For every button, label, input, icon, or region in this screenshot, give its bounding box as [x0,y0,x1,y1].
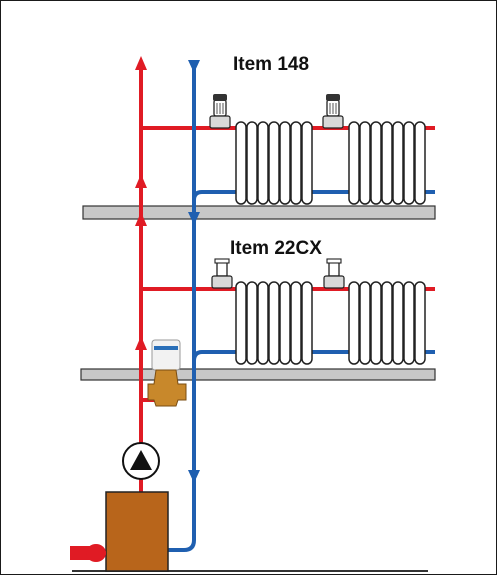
return-flow-arrows [188,60,200,483]
differential-bypass-valve-icon [147,339,187,407]
item-148-label: Item 148 [233,54,310,75]
supply-flow-arrows [135,56,147,350]
radiator-upper-left [235,121,313,205]
lower-floor-slab [80,368,436,381]
pump-icon [122,442,160,480]
thermostatic-head-icon [209,94,231,129]
burner-icon [70,544,106,562]
thermostatic-head-icon [322,94,344,129]
radiator-lower-right [348,281,426,365]
manual-cap-icon [211,258,233,289]
boiler [105,491,169,572]
radiator-lower-left [235,281,313,365]
radiator-upper-right [348,121,426,205]
return-riser [168,60,435,552]
item-22cx-label: Item 22CX [230,238,322,259]
manual-cap-icon [323,258,345,289]
upper-floor-slab [82,205,436,220]
